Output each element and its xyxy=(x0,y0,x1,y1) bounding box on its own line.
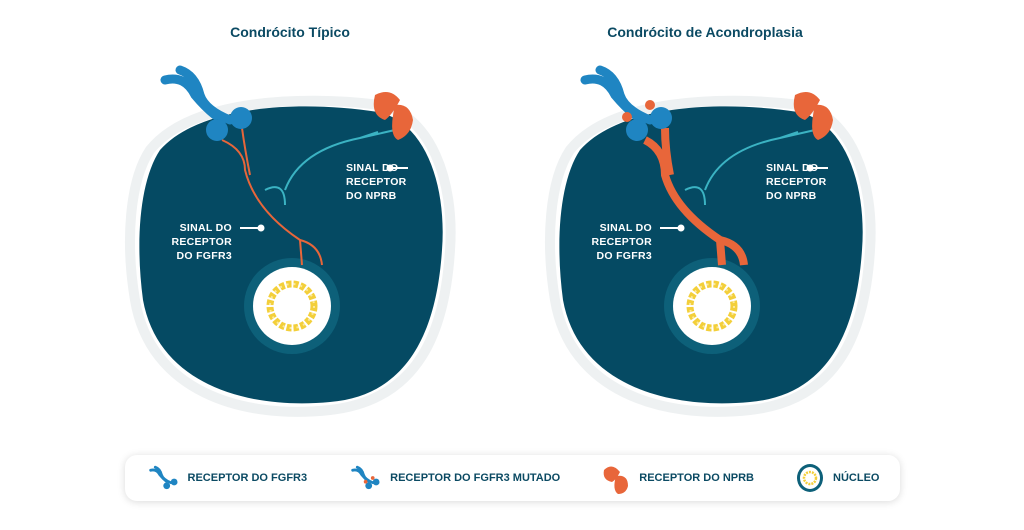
title-typical: Condrócito Típico xyxy=(230,24,350,40)
legend: RECEPTOR DO FGFR3 RECEPTOR DO FGFR3 MUTA… xyxy=(125,455,900,501)
fgfr3-signal-strong xyxy=(643,127,748,266)
nucleus-icon xyxy=(797,464,824,492)
fgfr3-signal xyxy=(221,127,323,266)
legend-item-fgfr3: RECEPTOR DO FGFR3 xyxy=(146,461,307,495)
achondroplasia-chondrocyte xyxy=(550,70,871,412)
nprb-receptor-icon xyxy=(603,466,629,494)
legend-item-fgfr3-mutated: RECEPTOR DO FGFR3 MUTADO xyxy=(348,461,560,495)
title-achondroplasia: Condrócito de Acondroplasia xyxy=(607,24,803,40)
legend-item-nucleus: NÚCLEO xyxy=(795,462,879,494)
legend-item-nprb: RECEPTOR DO NPRB xyxy=(601,462,754,494)
mutated-fgfr3-receptor-icon xyxy=(351,465,382,491)
fgfr3-receptor-icon xyxy=(148,465,179,491)
typical-chondrocyte xyxy=(130,70,451,412)
